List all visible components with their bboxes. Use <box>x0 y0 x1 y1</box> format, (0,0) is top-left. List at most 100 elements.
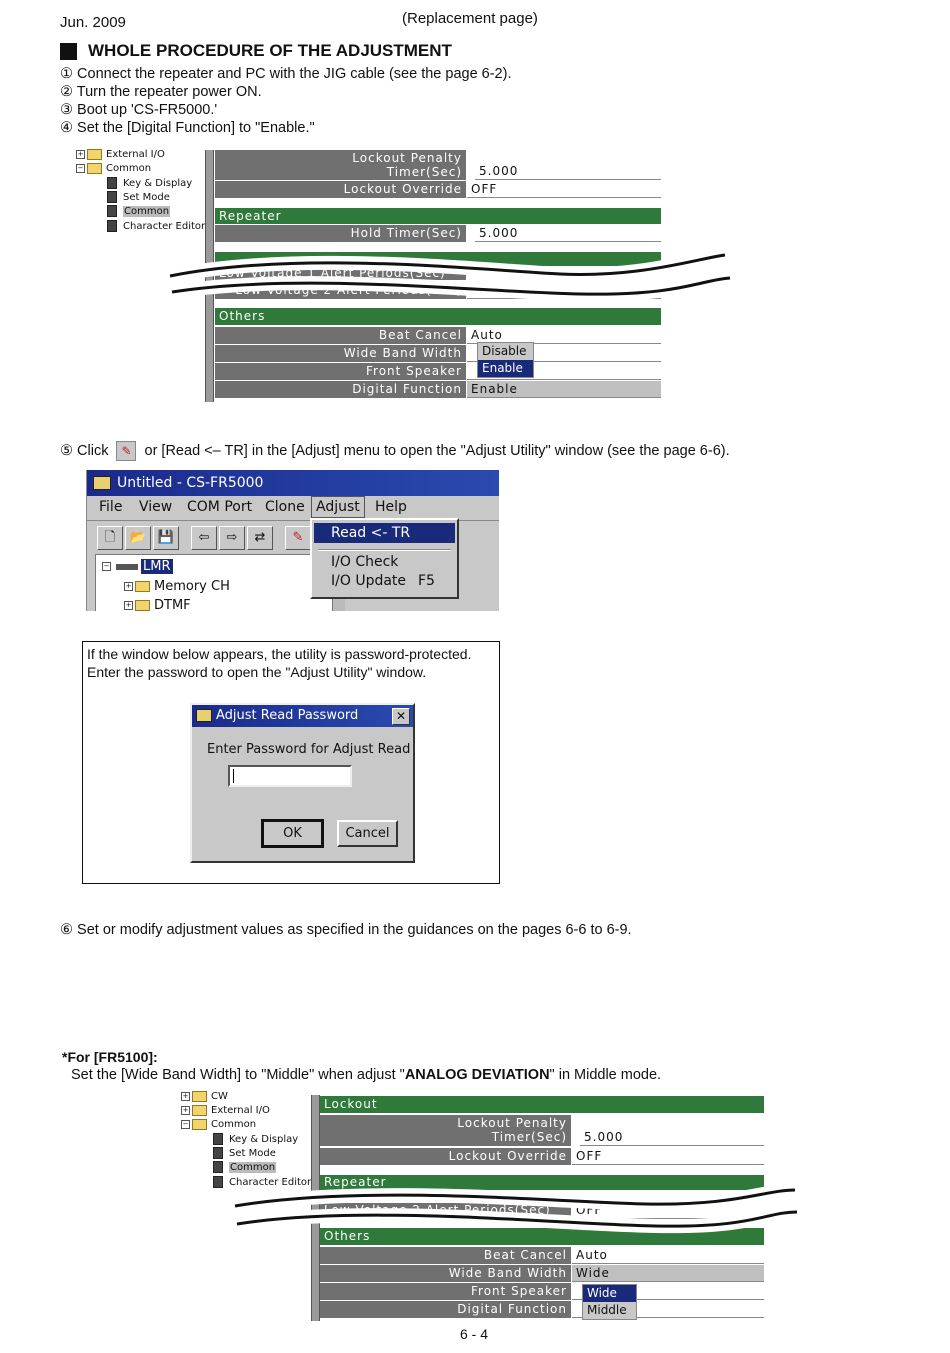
clone-read-icon[interactable]: ⇦ <box>191 526 217 550</box>
tree-item-cw[interactable]: +CW <box>181 1090 228 1102</box>
dropdown-option-middle[interactable]: Middle <box>587 1303 627 1317</box>
tree-item-external-io[interactable]: +External I/O <box>76 148 165 160</box>
digital-function-value[interactable]: Enable <box>467 381 661 398</box>
folder-icon <box>192 1118 207 1130</box>
tree-item-common[interactable]: −Common <box>181 1118 257 1130</box>
digital-function-label: Digital Function <box>215 381 466 398</box>
digital-function-value[interactable] <box>572 1301 764 1318</box>
wide-band-label: Wide Band Width <box>320 1265 571 1282</box>
step-1: ① Connect the repeater and PC with the J… <box>60 66 512 82</box>
save-icon[interactable]: 💾 <box>153 526 179 550</box>
document-icon <box>213 1133 223 1145</box>
tree-item-lmr[interactable]: −LMR <box>102 559 173 574</box>
close-icon[interactable]: ✕ <box>392 708 410 725</box>
document-icon <box>107 177 117 189</box>
tree-item-common[interactable]: −Common <box>76 162 152 174</box>
front-speaker-value[interactable] <box>572 1283 764 1300</box>
fr5100-text: Set the [Wide Band Width] to "Middle" wh… <box>71 1067 662 1083</box>
lockout-penalty-value[interactable]: 5.000 <box>475 164 661 180</box>
front-speaker-value[interactable] <box>467 363 661 380</box>
tree-item-memory-ch[interactable]: +Memory CH <box>124 579 230 594</box>
app-icon <box>196 709 212 722</box>
password-input[interactable] <box>228 765 352 787</box>
menu-item-io-check[interactable]: I/O Check <box>331 554 399 570</box>
lockout-override-value[interactable]: OFF <box>467 181 661 198</box>
clone-write-icon[interactable]: ⇨ <box>219 526 245 550</box>
radio-icon <box>116 563 138 570</box>
tree-item-key-display[interactable]: Key & Display <box>107 177 192 191</box>
tree-item-dtmf[interactable]: +DTMF <box>124 598 191 611</box>
menu-com-port[interactable]: COM Port <box>187 499 253 515</box>
tree-item-common-selected[interactable]: Common <box>213 1161 277 1175</box>
step-4: ④ Set the [Digital Function] to "Enable.… <box>60 120 315 136</box>
password-dialog: Adjust Read Password ✕ Enter Password fo… <box>190 703 415 863</box>
lockout-override-label: Lockout Override <box>215 181 466 198</box>
wide-band-label: Wide Band Width <box>215 345 466 362</box>
lockout-override-label: Lockout Override <box>320 1148 571 1165</box>
tree-item-character-editor[interactable]: Character Editor <box>213 1176 311 1190</box>
replacement-note: (Replacement page) <box>402 10 538 27</box>
repeater-group[interactable]: Repeater <box>215 208 661 224</box>
folder-icon <box>192 1104 207 1116</box>
menu-view[interactable]: View <box>139 499 173 515</box>
adjust-icon[interactable]: ✎ <box>285 526 311 550</box>
folder-icon <box>135 600 150 611</box>
password-prompt: Enter Password for Adjust Read <box>207 742 411 757</box>
tree-item-external-io[interactable]: +External I/O <box>181 1104 270 1116</box>
menu-help[interactable]: Help <box>375 499 407 515</box>
step-3: ③ Boot up 'CS-FR5000.' <box>60 102 218 118</box>
others-group[interactable]: Others <box>215 308 661 325</box>
tree-item-common-selected[interactable]: Common <box>107 205 171 219</box>
hold-timer-label: Hold Timer(Sec) <box>215 225 466 242</box>
hold-timer-value[interactable]: 5.000 <box>475 225 661 242</box>
lockout-penalty-value[interactable]: 5.000 <box>580 1130 764 1146</box>
menu-file[interactable]: File <box>99 499 123 515</box>
menu-item-io-update[interactable]: I/O Update <box>331 573 407 589</box>
beat-cancel-label: Beat Cancel <box>320 1247 571 1264</box>
repeater-group[interactable]: Repeater <box>320 1175 764 1190</box>
dropdown-option-wide[interactable]: Wide <box>583 1285 636 1302</box>
cs-fr5000-window: Untitled - CS-FR5000 File View COM Port … <box>86 470 499 611</box>
document-icon <box>213 1147 223 1159</box>
tree-item-character-editor[interactable]: Character Editor <box>107 220 205 234</box>
beat-cancel-value[interactable]: Auto <box>572 1247 764 1264</box>
fig1-dropdown-list[interactable]: Disable Enable <box>477 342 534 378</box>
tree-item-set-mode[interactable]: Set Mode <box>107 191 170 205</box>
tree-item-set-mode[interactable]: Set Mode <box>213 1147 276 1161</box>
document-icon <box>107 205 117 217</box>
steps-list: ① Connect the repeater and PC with the J… <box>60 65 511 137</box>
new-file-icon[interactable]: 🗋 <box>97 526 123 550</box>
lockout-group[interactable]: Lockout <box>320 1096 764 1113</box>
break-mark <box>168 250 731 302</box>
open-folder-icon[interactable]: 📂 <box>125 526 151 550</box>
menu-adjust[interactable]: Adjust <box>311 496 365 518</box>
folder-icon <box>87 162 102 174</box>
step-6: ⑥ Set or modify adjustment values as spe… <box>60 922 632 938</box>
lockout-override-value[interactable]: OFF <box>572 1148 764 1165</box>
step-5: ⑤ Click ✎ or [Read <– TR] in the [Adjust… <box>60 441 730 461</box>
fig3-splitter[interactable] <box>311 1095 320 1321</box>
dropdown-option-enable[interactable]: Enable <box>478 360 533 377</box>
window-titlebar: Untitled - CS-FR5000 <box>87 470 499 496</box>
folder-icon <box>192 1090 207 1102</box>
wide-band-value[interactable]: Wide <box>572 1265 764 1282</box>
tree-item-key-display[interactable]: Key & Display <box>213 1133 298 1147</box>
front-speaker-label: Front Speaker <box>320 1283 571 1300</box>
dropdown-option-disable[interactable]: Disable <box>482 344 527 358</box>
beat-cancel-value[interactable]: Auto <box>467 327 661 344</box>
section-bullet <box>60 43 77 60</box>
document-icon <box>107 220 117 232</box>
document-icon <box>107 191 117 203</box>
fig3-dropdown-list[interactable]: Wide Middle <box>582 1284 637 1320</box>
wide-band-value[interactable] <box>467 345 661 362</box>
break-mark <box>233 1183 798 1234</box>
fr5100-heading: *For [FR5100]: <box>62 1049 158 1065</box>
ok-button[interactable]: OK <box>261 819 324 848</box>
menu-clone[interactable]: Clone <box>265 499 305 515</box>
menu-item-read-tr[interactable]: Read <- TR <box>314 523 455 543</box>
cancel-button[interactable]: Cancel <box>337 820 398 847</box>
clone-icon[interactable]: ⇄ <box>247 526 273 550</box>
step-2: ② Turn the repeater power ON. <box>60 84 262 100</box>
